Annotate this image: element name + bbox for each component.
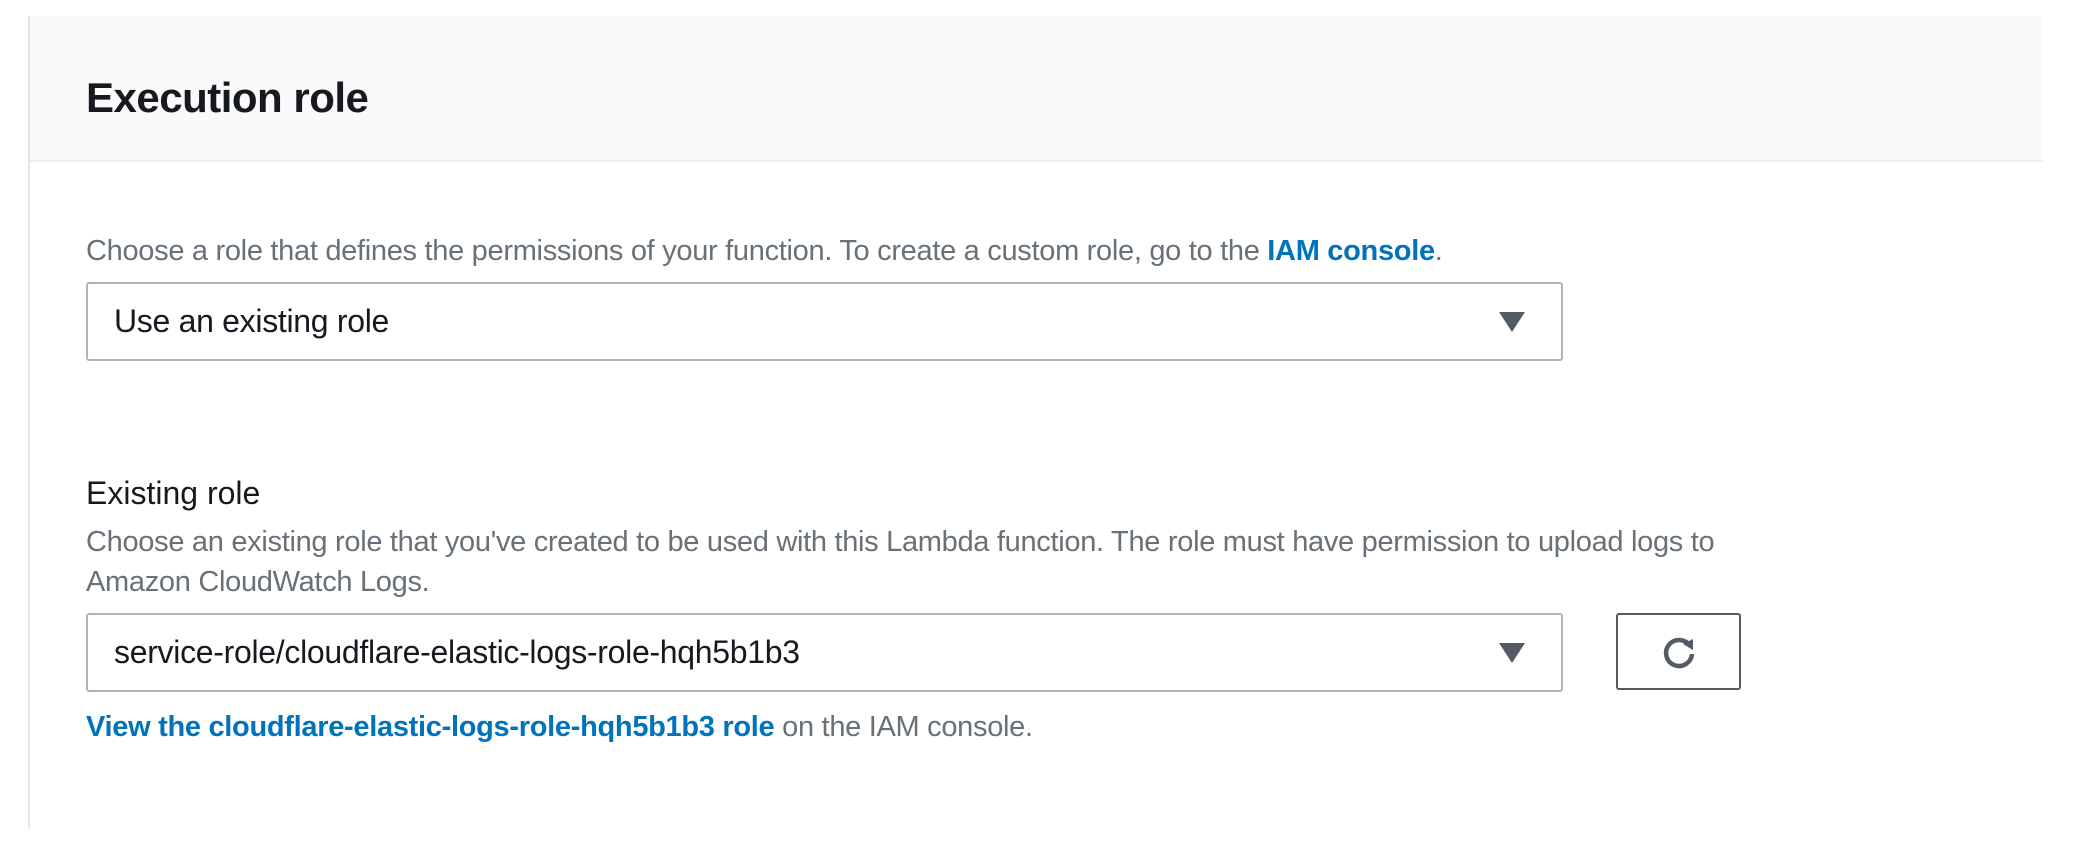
role-description-suffix: . — [1434, 235, 1443, 267]
iam-console-link[interactable]: IAM console — [1267, 235, 1435, 267]
panel-left-border — [28, 16, 30, 829]
existing-role-select[interactable]: service-role/cloudflare-elastic-logs-rol… — [86, 613, 1563, 692]
view-role-link[interactable]: View the cloudflare-elastic-logs-role-hq… — [86, 711, 775, 743]
existing-role-label: Existing role — [86, 475, 261, 511]
refresh-roles-button[interactable] — [1616, 613, 1741, 690]
caret-down-icon — [1499, 312, 1525, 332]
role-description: Choose a role that defines the permissio… — [86, 231, 1443, 271]
role-type-select[interactable]: Use an existing role — [86, 282, 1563, 361]
view-role-line: View the cloudflare-elastic-logs-role-hq… — [86, 707, 1033, 747]
role-type-value: Use an existing role — [114, 303, 390, 339]
refresh-icon — [1663, 637, 1694, 668]
existing-role-description-line2: Amazon CloudWatch Logs. — [86, 566, 430, 598]
role-description-text: Choose a role that defines the permissio… — [86, 235, 1268, 267]
view-role-suffix: on the IAM console. — [774, 711, 1033, 743]
existing-role-description-line1: Choose an existing role that you've crea… — [86, 526, 1715, 558]
panel-header: Execution role — [30, 16, 2043, 162]
caret-down-icon — [1499, 643, 1525, 663]
section-title: Execution role — [86, 74, 369, 121]
existing-role-value: service-role/cloudflare-elastic-logs-rol… — [114, 634, 800, 670]
